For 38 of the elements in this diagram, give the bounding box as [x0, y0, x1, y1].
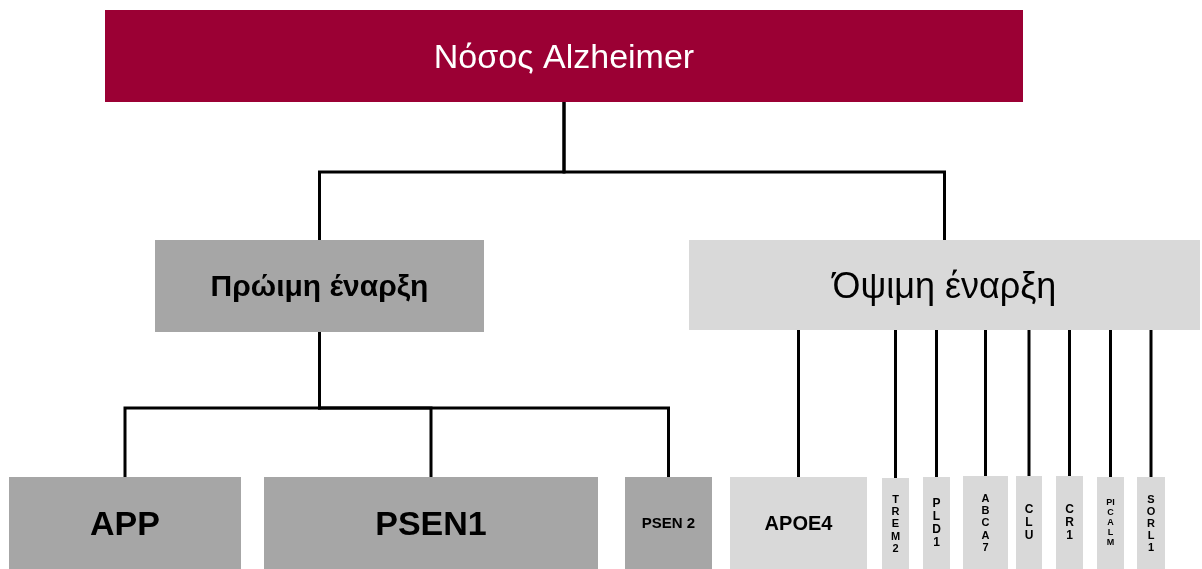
node-label: CLU: [1023, 502, 1035, 543]
node-label: PICALM: [1106, 498, 1115, 548]
gene-box: [625, 477, 712, 569]
category-box: [689, 240, 1200, 330]
connector-line: [797, 330, 800, 477]
connector-line: [935, 330, 938, 477]
node-label: SORL1: [1145, 492, 1157, 554]
gene-box: [9, 477, 241, 569]
connector-line: [1068, 330, 1071, 476]
connector-line: [894, 330, 897, 478]
gene-box: [963, 476, 1008, 569]
node-label: PSEN1: [375, 502, 487, 544]
node-label: CR1: [1064, 502, 1075, 543]
gene-box: [1137, 477, 1165, 569]
gene-box: [1097, 477, 1124, 569]
title-box: [105, 10, 1023, 102]
connector-line: [318, 332, 670, 477]
category-box: [155, 240, 484, 332]
node-label: Πρώιμη έναρξη: [210, 268, 429, 305]
gene-box: [1016, 476, 1042, 569]
connector-line: [1027, 330, 1031, 476]
gene-box: [882, 478, 909, 569]
node-label: APOE4: [764, 510, 833, 536]
node-label: APP: [90, 502, 160, 544]
node-label: PSEN 2: [641, 513, 696, 533]
node-label: ABCA7: [980, 492, 991, 553]
connector-line: [1149, 330, 1153, 477]
gene-box: [730, 477, 867, 569]
node-label: Νόσος Alzheimer: [433, 35, 695, 77]
gene-box: [264, 477, 598, 569]
connector-line: [1109, 330, 1112, 477]
gene-box: [923, 477, 950, 569]
connector-line: [562, 102, 946, 240]
node-label: TREM2: [890, 493, 901, 554]
node-label: PLD1: [931, 496, 942, 550]
gene-box: [1056, 476, 1083, 569]
connector-line: [984, 330, 987, 476]
node-label: Όψιμη έναρξη: [832, 263, 1057, 308]
